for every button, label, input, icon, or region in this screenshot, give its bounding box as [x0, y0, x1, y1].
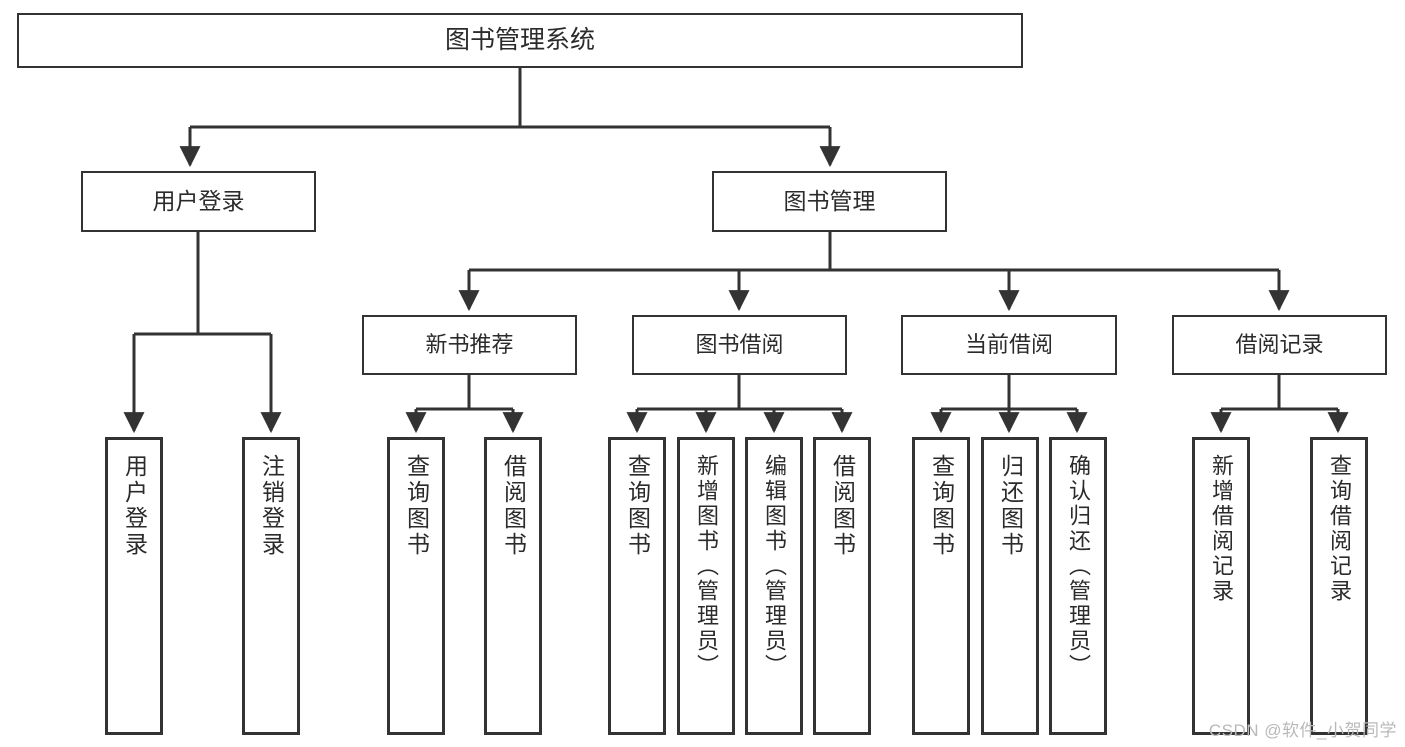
node-label: 注销登录: [258, 454, 285, 558]
node-label: 借阅记录: [1235, 332, 1324, 358]
leaf-borrow-book-recommend[interactable]: 借阅图书: [484, 437, 542, 735]
leaf-edit-book-admin[interactable]: 编辑图书（管理员）: [745, 437, 803, 735]
node-label: 当前借阅: [964, 332, 1053, 358]
node-label: 借阅图书: [829, 454, 856, 558]
leaf-return-book[interactable]: 归还图书: [981, 437, 1039, 735]
node-label: 新书推荐: [425, 332, 514, 358]
node-label: 图书借阅: [695, 332, 784, 358]
node-label: 查询图书: [403, 454, 430, 558]
node-current-borrow[interactable]: 当前借阅: [901, 315, 1117, 375]
node-label: 新增借阅记录: [1209, 454, 1234, 604]
leaf-add-borrow-record[interactable]: 新增借阅记录: [1192, 437, 1250, 735]
node-borrow-record[interactable]: 借阅记录: [1172, 315, 1387, 375]
leaf-logout[interactable]: 注销登录: [242, 437, 300, 735]
leaf-add-book-admin[interactable]: 新增图书（管理员）: [677, 437, 735, 735]
node-label: 借阅图书: [500, 454, 527, 558]
leaf-query-borrow-record[interactable]: 查询借阅记录: [1310, 437, 1368, 735]
node-label: 用户登录: [121, 454, 148, 558]
node-label: 新增图书（管理员）: [694, 454, 719, 679]
leaf-borrow-book[interactable]: 借阅图书: [813, 437, 871, 735]
node-label: 用户登录: [152, 188, 245, 215]
leaf-confirm-return-admin[interactable]: 确认归还（管理员）: [1049, 437, 1107, 735]
node-root-system[interactable]: 图书管理系统: [17, 13, 1023, 68]
node-book-management[interactable]: 图书管理: [712, 171, 947, 232]
node-label: 确认归还（管理员）: [1066, 454, 1091, 679]
node-label: 归还图书: [997, 454, 1024, 558]
node-book-borrow[interactable]: 图书借阅: [632, 315, 847, 375]
node-label: 图书管理系统: [444, 26, 595, 55]
node-label: 查询图书: [928, 454, 955, 558]
node-label: 编辑图书（管理员）: [762, 454, 787, 679]
node-user-login[interactable]: 用户登录: [81, 171, 316, 232]
node-label: 查询图书: [624, 454, 651, 558]
leaf-query-book-current[interactable]: 查询图书: [912, 437, 970, 735]
node-new-book-recommend[interactable]: 新书推荐: [362, 315, 577, 375]
leaf-user-login[interactable]: 用户登录: [105, 437, 163, 735]
node-label: 图书管理: [783, 188, 876, 215]
leaf-query-book-recommend[interactable]: 查询图书: [387, 437, 445, 735]
csdn-watermark: CSDN @软件_小贺同学: [1208, 721, 1397, 740]
node-label: 查询借阅记录: [1327, 454, 1352, 604]
leaf-query-book-borrow[interactable]: 查询图书: [608, 437, 666, 735]
